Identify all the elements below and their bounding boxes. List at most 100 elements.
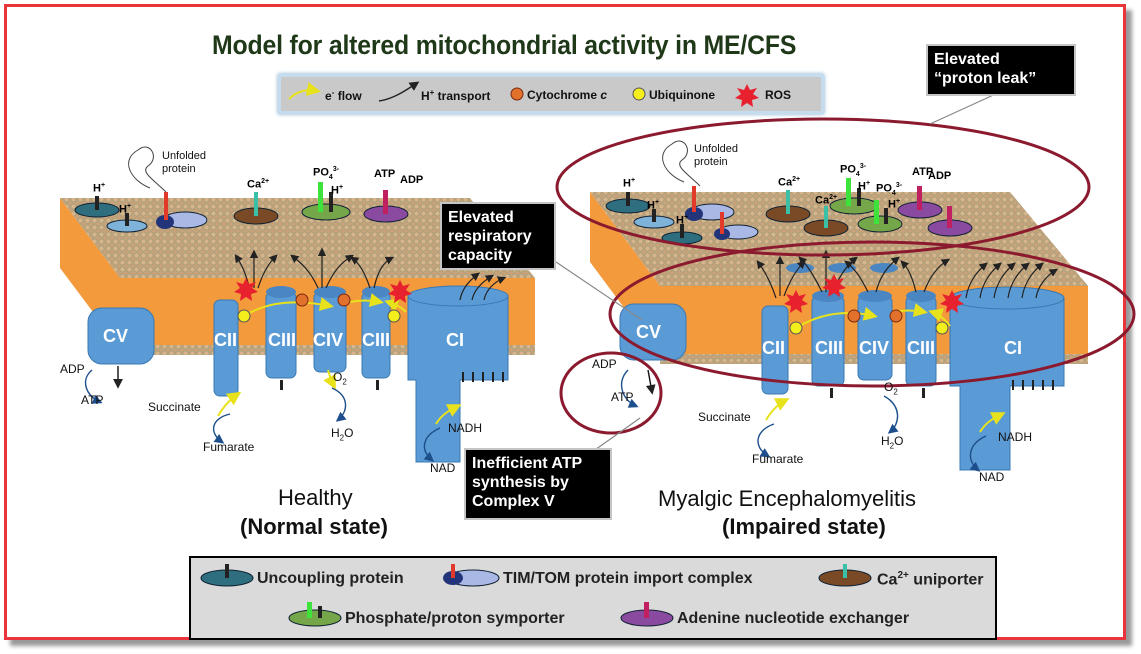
left-ciii-top xyxy=(266,286,296,298)
left-ci-top xyxy=(407,285,509,307)
respiratory-capacity-ellipse xyxy=(608,240,1136,388)
right-complexes xyxy=(619,263,1065,471)
legend-uncoupling-label: Uncoupling protein xyxy=(257,570,404,587)
left-h-label-2: H+ xyxy=(119,203,132,216)
left-complexes xyxy=(87,285,509,463)
right-nadh-label: NADH xyxy=(998,430,1033,444)
left-ciii2-top xyxy=(362,286,390,298)
left-substrate-arrows xyxy=(84,366,441,462)
legend-bottom-icons xyxy=(200,564,872,627)
highlight-ellipses xyxy=(555,117,1136,435)
left-cytochrome-2 xyxy=(337,293,351,307)
right-adp-substrate: ADP xyxy=(592,357,617,371)
right-h-label-3: H+ xyxy=(676,214,689,227)
right-ciii2-top xyxy=(906,290,936,302)
right-ca-label: Ca2+ xyxy=(778,176,801,189)
e-flow-icon xyxy=(288,82,321,100)
right-nad-label: NAD xyxy=(979,470,1005,484)
left-ros-1 xyxy=(234,278,258,301)
left-state-desc: (Normal state) xyxy=(240,514,388,539)
legend-ca-uniporter-label: Ca2+ uniporter xyxy=(877,570,984,589)
legend-tim-tom-label: TIM/TOM protein import complex xyxy=(503,570,753,587)
left-po4-label: PO43- xyxy=(313,166,340,181)
left-nad-label: NAD xyxy=(430,461,456,475)
left-civ-label: CIV xyxy=(313,330,344,350)
left-nadh-label: NADH xyxy=(448,421,483,435)
right-po4-label: PO43- xyxy=(840,163,867,178)
left-cv-label: CV xyxy=(103,326,129,346)
right-fumarate-label: Fumarate xyxy=(752,452,804,466)
left-ros-2 xyxy=(388,280,412,303)
left-cv-complex xyxy=(87,307,155,365)
left-ciii2-label: CIII xyxy=(362,330,391,350)
right-cv-label: CV xyxy=(636,322,662,342)
proton-leak-callout: Elevated “proton leak” xyxy=(926,44,1076,96)
left-ubiquinone-1 xyxy=(237,309,251,323)
right-state-name: Myalgic Encephalomyelitis xyxy=(658,486,916,511)
left-cii-label: CII xyxy=(214,330,238,350)
left-civ-top xyxy=(314,286,346,298)
atp-synthesis-callout: Inefficient ATP synthesis by Complex V xyxy=(464,448,612,520)
right-ci-complex xyxy=(949,297,1065,471)
legend-bottom: Uncoupling protein TIM/TOM protein impor… xyxy=(189,556,997,640)
left-adp-substrate: ADP xyxy=(60,362,85,376)
page-title: Model for altered mitochondrial activity… xyxy=(212,30,797,60)
left-state-name: Healthy xyxy=(278,485,353,510)
left-markers xyxy=(234,278,412,323)
right-adp-label: ADP xyxy=(928,170,952,182)
right-h-transport-arrows xyxy=(756,249,1059,299)
left-phosphate-symporter xyxy=(301,203,351,221)
right-cii-label: CII xyxy=(762,338,786,358)
phosphate-symporter-icon xyxy=(288,609,342,627)
respiratory-capacity-callout: Elevated respiratory capacity xyxy=(440,202,556,270)
legend-adenine-label: Adenine nucleotide exchanger xyxy=(677,610,910,627)
h-transport-icon xyxy=(378,81,420,102)
ubiquinone-label: Ubiquinone xyxy=(649,88,715,102)
left-ci-complex xyxy=(407,295,509,463)
left-stubs xyxy=(280,372,504,390)
right-substrate-arrows xyxy=(620,369,987,472)
h-transport-sup: + xyxy=(429,88,435,97)
cytochrome-icon xyxy=(510,87,524,101)
right-h-label-5: H+ xyxy=(888,198,901,211)
cytochrome-c-label: c xyxy=(600,88,608,102)
right-h-label-4: H+ xyxy=(858,180,871,193)
left-cytochrome-1 xyxy=(295,293,309,307)
left-atp-label: ATP xyxy=(374,168,396,180)
left-surface-proteins xyxy=(74,146,409,233)
right-ciii2-top-b xyxy=(870,263,898,273)
cytochrome-label: Cytochrome xyxy=(527,88,601,102)
left-unfolded-protein-squiggle xyxy=(128,146,167,193)
atp-synthesis-ellipse xyxy=(559,351,663,435)
right-h-label-1: H+ xyxy=(623,177,636,190)
right-civ-top xyxy=(858,290,892,302)
left-electron-flow xyxy=(217,293,462,425)
left-ciii-label: CIII xyxy=(268,330,297,350)
right-succinate-label: Succinate xyxy=(698,410,751,424)
legend-top-icons xyxy=(288,81,759,107)
right-o2-label: O2 xyxy=(884,380,898,397)
callout-connectors xyxy=(555,91,1001,453)
e-flow-sup: - xyxy=(331,88,335,97)
right-civ-label: CIV xyxy=(859,338,890,358)
right-atp-label: ATP xyxy=(912,166,934,178)
left-ubiquinone-2 xyxy=(387,309,401,323)
left-o2-label: O2 xyxy=(333,370,347,387)
legend-phosphate-label: Phosphate/proton symporter xyxy=(345,610,565,627)
right-stubs xyxy=(830,380,1054,398)
left-fumarate-label: Fumarate xyxy=(203,440,255,454)
left-h-label-3: H+ xyxy=(331,184,344,197)
left-h-label-1: H+ xyxy=(93,182,106,195)
right-markers xyxy=(784,274,964,335)
h-transport-label: transport xyxy=(434,89,491,103)
right-h2o-label: H2O xyxy=(881,434,904,451)
right-atp-substrate: ATP xyxy=(611,390,634,404)
right-cii-complex xyxy=(761,305,789,395)
ros-label: ROS xyxy=(765,88,792,102)
ubiquinone-icon xyxy=(632,87,646,101)
left-ca-label: Ca2+ xyxy=(247,178,270,191)
left-succinate-label: Succinate xyxy=(148,400,201,414)
right-surface-proteins xyxy=(605,140,973,245)
